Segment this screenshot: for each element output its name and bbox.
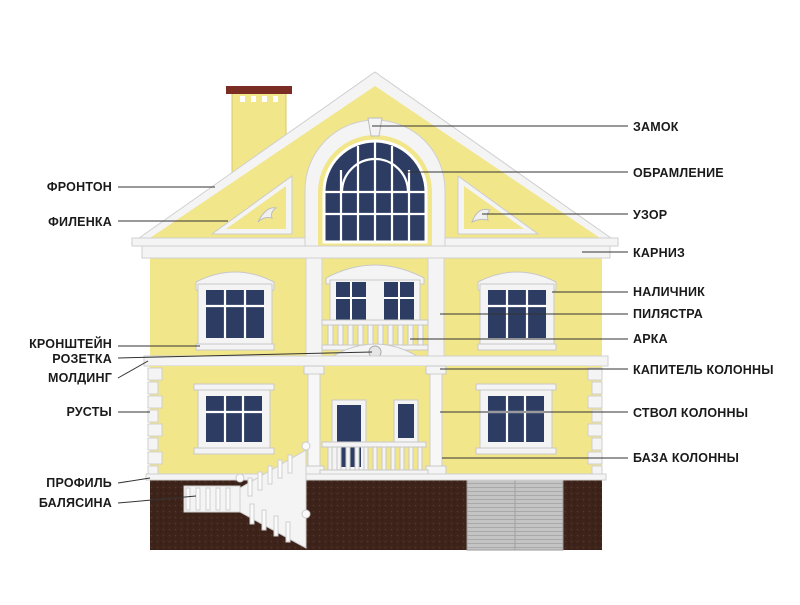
window-1f-right xyxy=(476,384,556,454)
window-2f-right xyxy=(478,272,556,350)
label-rosette: РОЗЕТКА xyxy=(52,352,112,366)
window-2f-left xyxy=(196,272,274,350)
window-1f-left xyxy=(194,384,274,454)
pilaster-right xyxy=(428,258,444,358)
label-column-capital: КАПИТЕЛЬ КОЛОННЫ xyxy=(633,363,774,377)
label-moulding: МОЛДИНГ xyxy=(48,371,112,385)
label-keystone: ЗАМОК xyxy=(633,120,679,134)
floor-moulding xyxy=(144,356,608,366)
label-arch: АРКА xyxy=(633,332,668,346)
plinth-profile xyxy=(146,474,606,480)
window-2f-center xyxy=(326,265,424,322)
label-profile: ПРОФИЛЬ xyxy=(46,476,112,490)
label-cornice: КАРНИЗ xyxy=(633,246,685,260)
pilaster-left xyxy=(306,258,322,358)
label-panel: ФИЛЕНКА xyxy=(48,215,112,229)
label-quoins: РУСТЫ xyxy=(66,405,112,419)
label-column-shaft: СТВОЛ КОЛОННЫ xyxy=(633,406,748,420)
label-pilaster: ПИЛЯСТРА xyxy=(633,307,703,321)
label-baluster: БАЛЯСИНА xyxy=(39,496,112,510)
label-column-base: БАЗА КОЛОННЫ xyxy=(633,451,739,465)
label-ornament: УЗОР xyxy=(633,208,667,222)
label-framing: ОБРАМЛЕНИЕ xyxy=(633,166,724,180)
chimney-cap xyxy=(226,86,292,94)
label-bracket: КРОНШТЕЙН xyxy=(29,337,112,351)
label-pediment: ФРОНТОН xyxy=(47,180,112,194)
keystone xyxy=(368,118,382,136)
label-window-trim: НАЛИЧНИК xyxy=(633,285,705,299)
